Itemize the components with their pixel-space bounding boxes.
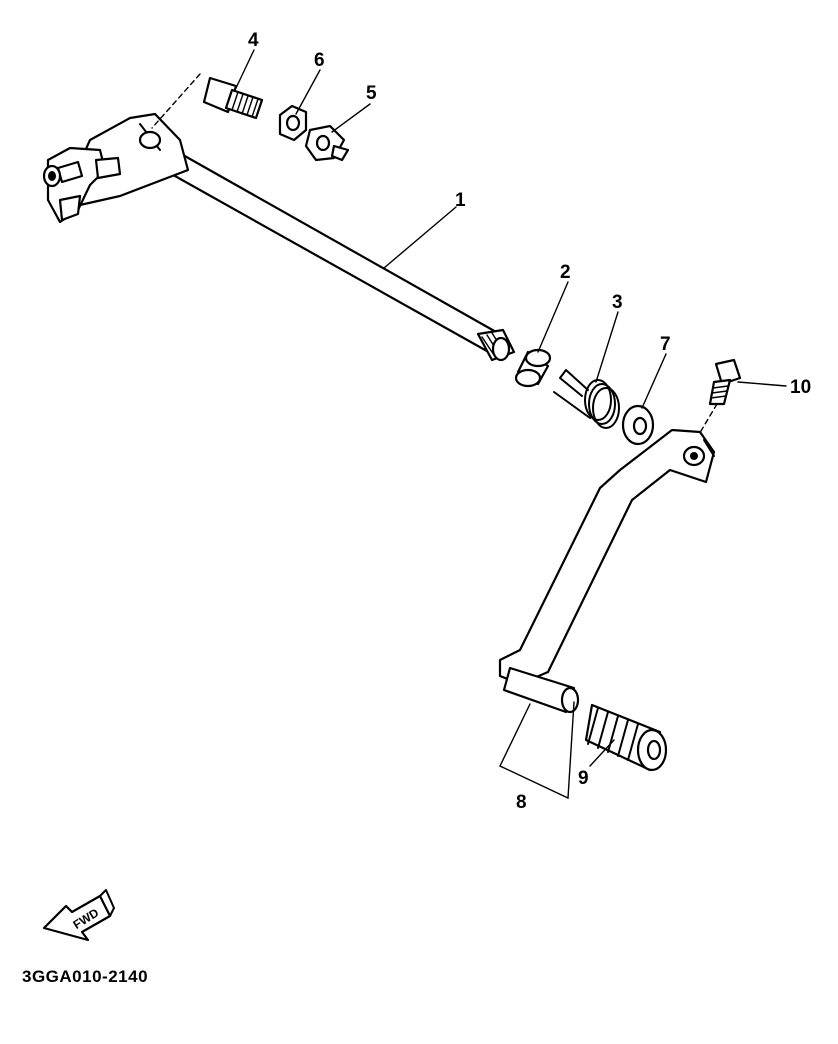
callout-6: 6: [314, 50, 325, 71]
callouts: 1 2 3 4 5 6 7 8 9 10: [248, 30, 811, 813]
collar-2: [514, 348, 552, 388]
callout-7: 7: [660, 334, 671, 355]
callout-1: 1: [455, 190, 466, 211]
drawing-code: 3GGA010-2140: [22, 967, 148, 986]
callout-9: 9: [578, 768, 589, 789]
callout-3: 3: [612, 292, 623, 313]
callout-8: 8: [516, 792, 527, 813]
forward-arrow-icon: FWD: [42, 889, 115, 942]
shift-shaft: [42, 112, 516, 362]
rubber-pedal-9: [584, 703, 668, 772]
leader-lines: [235, 49, 787, 800]
torsion-spring-3: [553, 369, 620, 429]
callout-2: 2: [560, 262, 571, 283]
nut-6: [278, 104, 308, 142]
bolt-4: [151, 73, 264, 129]
callout-10: 10: [790, 377, 811, 398]
bolt-10: [697, 358, 742, 437]
callout-5: 5: [366, 83, 377, 104]
lock-washer-5: [304, 124, 350, 162]
shift-pedal: [498, 428, 716, 686]
washer-7: [621, 404, 655, 446]
callout-4: 4: [248, 30, 259, 51]
